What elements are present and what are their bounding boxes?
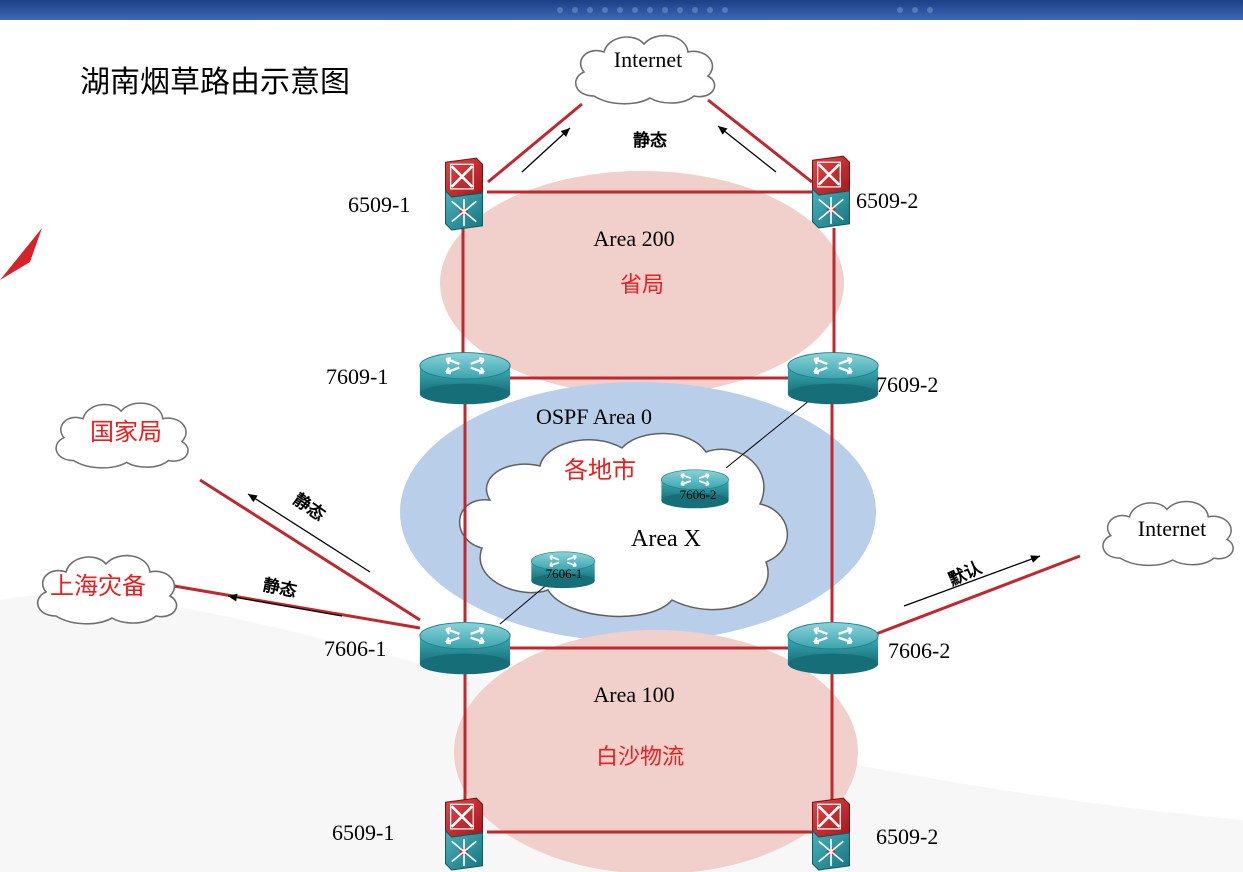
guojiaju-label: 国家局 <box>90 418 162 446</box>
switch-6509-1-bottom-icon <box>444 796 484 872</box>
label-7609-2: 7609-2 <box>876 372 938 397</box>
label-6509-1-top: 6509-1 <box>348 192 410 217</box>
arrow-static-top-right <box>717 125 777 173</box>
switch-6509-2-top-icon <box>811 154 851 230</box>
label-7606-1: 7606-1 <box>324 636 386 661</box>
static-top-label: 静态 <box>633 130 667 151</box>
ospf-area0-label: OSPF Area 0 <box>536 404 652 429</box>
gedishi-label: 各地市 <box>564 456 636 484</box>
switch-6509-1-top-icon <box>444 156 484 232</box>
link-6509-2-internet <box>707 98 813 184</box>
arrow-static-shanghai <box>227 593 343 617</box>
label-small-7606-1: 7606-1 <box>546 566 583 581</box>
area-200-label: Area 200 <box>593 226 674 251</box>
router-7609-2-icon <box>786 351 880 406</box>
links <box>173 98 1081 834</box>
header-bar <box>0 0 1243 20</box>
route-arrows <box>227 125 1041 617</box>
link-6509-1-internet <box>487 102 583 184</box>
red-swoosh-accent <box>0 228 42 280</box>
switch-6509-2-bottom-icon <box>811 796 851 872</box>
router-7606-2-icon <box>786 621 880 676</box>
area-100-label: Area 100 <box>593 682 674 707</box>
arrow-static-guojiaju <box>247 493 371 573</box>
label-6509-2-top: 6509-2 <box>856 188 918 213</box>
internet-right-label: Internet <box>1138 516 1206 541</box>
thin-links <box>499 399 811 625</box>
arrow-default-right <box>903 555 1041 607</box>
link-7606-1-guojiaju <box>199 478 421 622</box>
link-7609-2-small-7606-2 <box>725 399 811 469</box>
area-100-zone <box>454 630 858 872</box>
shengju-label: 省局 <box>620 273 664 298</box>
label-7606-2: 7606-2 <box>888 638 950 663</box>
label-7609-1: 7609-1 <box>326 364 388 389</box>
label-6509-1-bottom: 6509-1 <box>332 820 394 845</box>
baisha-label: 白沙物流 <box>596 745 684 770</box>
header-dots <box>557 7 933 13</box>
label-6509-2-bottom: 6509-2 <box>876 824 938 849</box>
internet-top-label: Internet <box>614 47 682 72</box>
link-7606-1-small-7606-1 <box>499 581 551 625</box>
diagram-title: 湖南烟草路由示意图 <box>80 65 350 100</box>
shanghai-label: 上海灾备 <box>50 572 146 600</box>
link-7606-1-shanghai <box>173 584 421 630</box>
area-200-zone <box>440 171 844 395</box>
area-x-label: Area X <box>631 526 701 552</box>
link-7606-2-internet-right <box>875 554 1081 636</box>
arrow-static-top-left <box>521 127 571 173</box>
router-7609-1-icon <box>418 351 512 406</box>
router-7606-1-icon <box>418 621 512 676</box>
label-small-7606-2: 7606-2 <box>680 487 717 502</box>
